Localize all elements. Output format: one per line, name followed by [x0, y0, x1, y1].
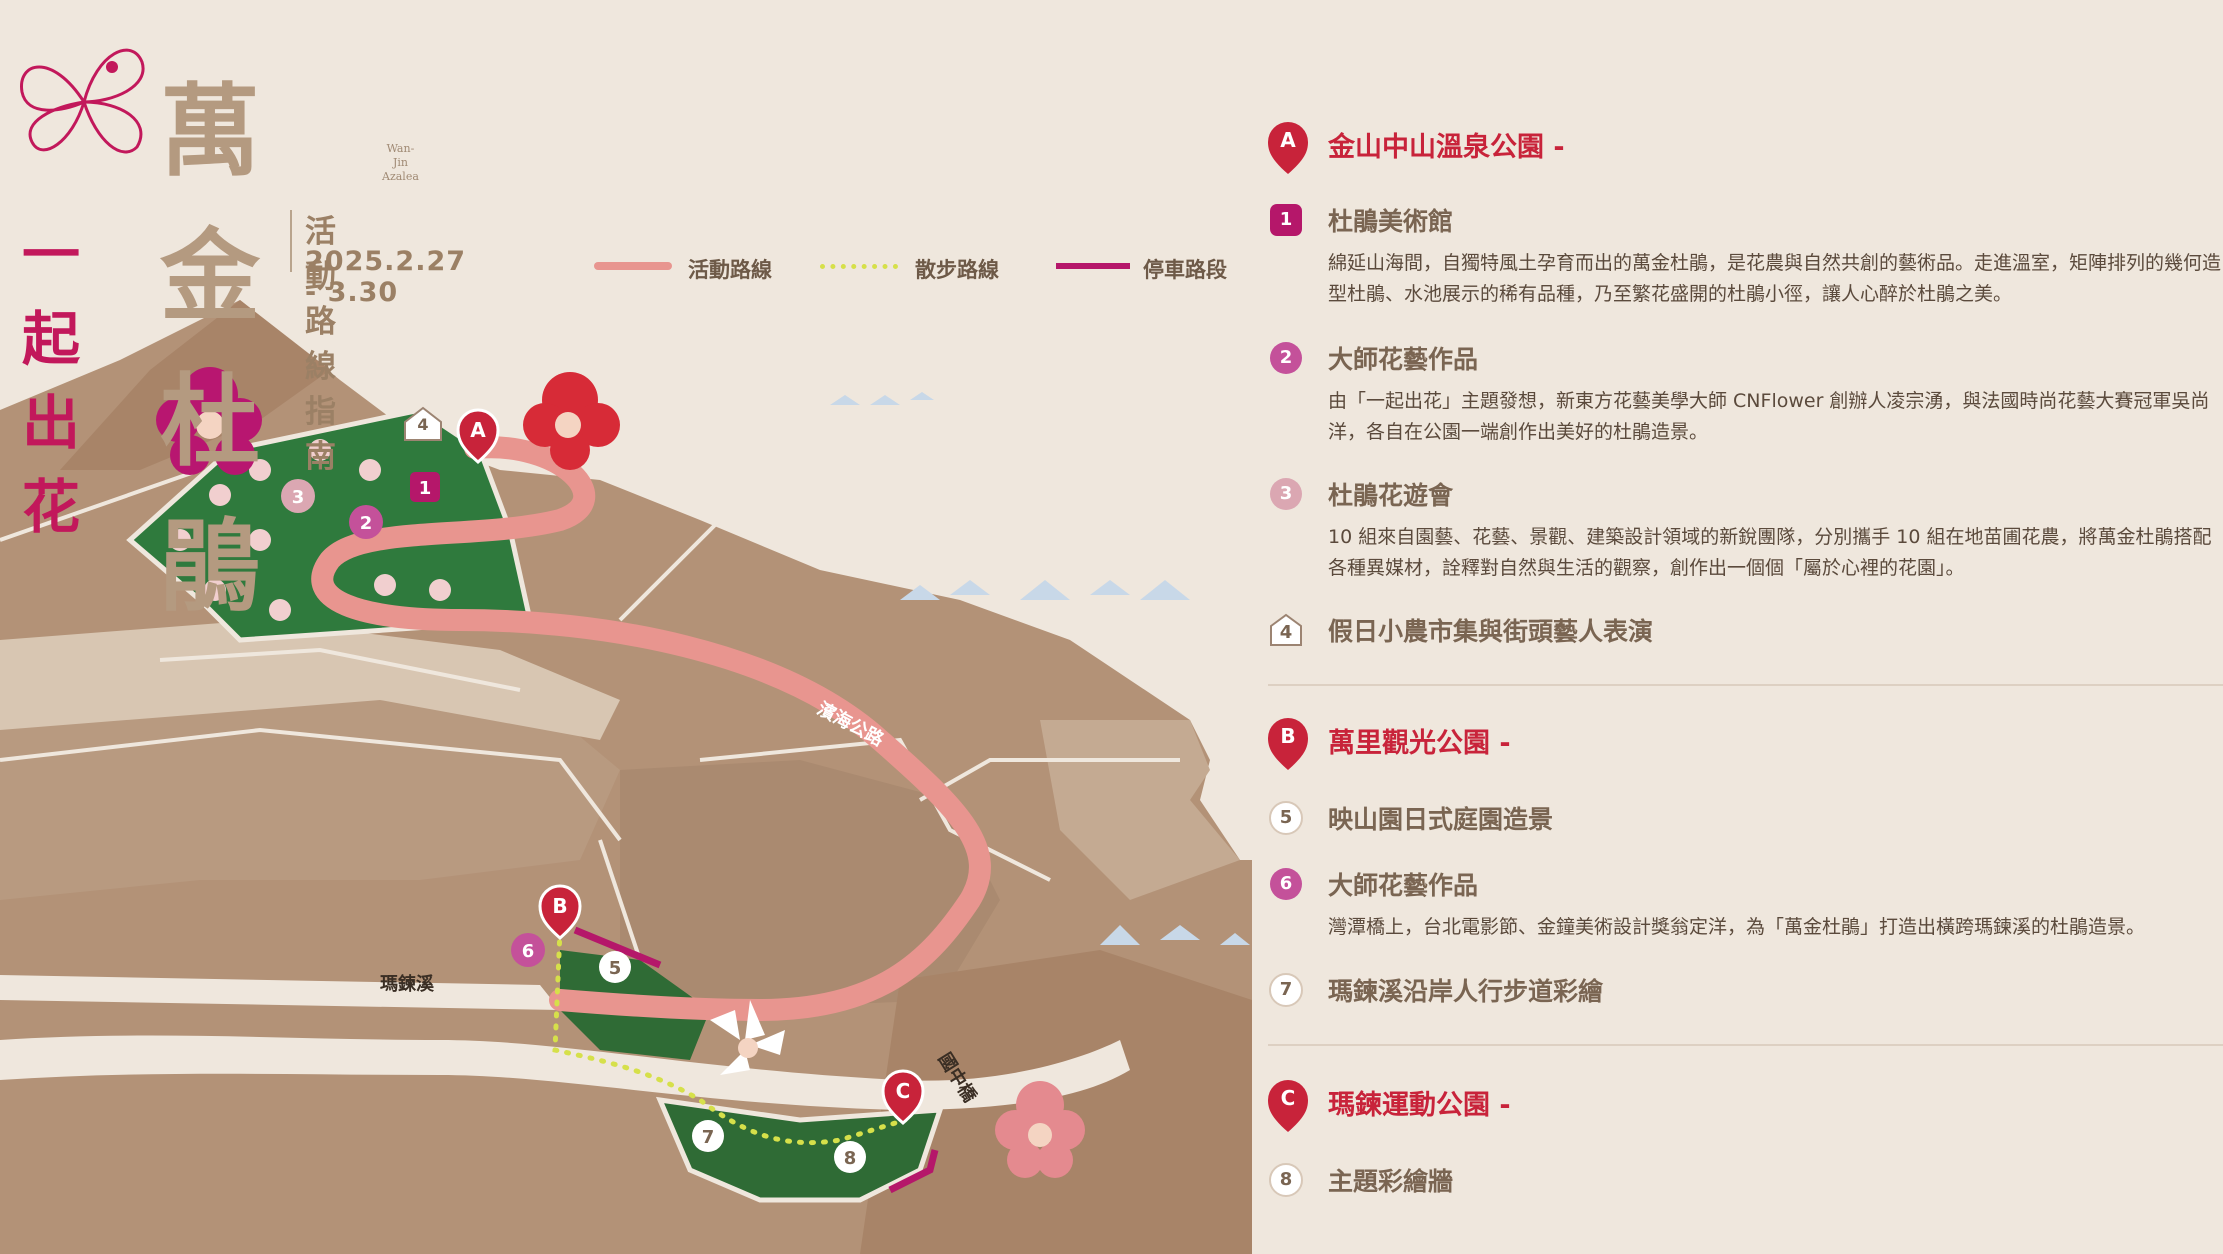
marker-b[interactable]: B [538, 884, 582, 940]
walking-route [552, 927, 908, 1146]
legend-walking-line [820, 264, 898, 269]
section-a-header[interactable]: A 金山中山溫泉公園 - [1268, 122, 1565, 174]
item-6[interactable]: 6 大師花藝作品 灣潭橋上，台北電影節、金鐘美術設計獎翁定洋，為「萬金杜鵑」打造… [1268, 866, 2223, 943]
marker-a-label: A [470, 418, 486, 442]
item-6-desc: 灣潭橋上，台北電影節、金鐘美術設計獎翁定洋，為「萬金杜鵑」打造出橫跨瑪鍊溪的杜鵑… [1328, 916, 2146, 938]
main-title: 一起出花 [22, 221, 85, 541]
marker-c[interactable]: C [881, 1069, 925, 1125]
azalea-logo-icon [20, 48, 145, 154]
item-3-title: 杜鵑花遊會 [1328, 481, 1454, 510]
item-1-desc: 綿延山海間，自獨特風土孕育而出的萬金杜鵑，是花農與自然共創的藝術品。走進溫室，矩… [1328, 252, 2222, 305]
land-plate-5 [1040, 720, 1240, 900]
item-6-title: 大師花藝作品 [1328, 871, 1479, 900]
spot-7[interactable]: 7 [692, 1120, 724, 1152]
land-plate-3 [620, 760, 1000, 1010]
river-label: 瑪鍊溪 [380, 973, 435, 995]
item-2-title: 大師花藝作品 [1328, 345, 1479, 374]
badge-2-icon: 2 [1268, 340, 1304, 376]
azalea-red-icon [523, 372, 620, 470]
section-b-header[interactable]: B 萬里觀光公園 - [1268, 718, 1511, 770]
badge-5-icon: 5 [1268, 800, 1304, 836]
spot-4[interactable]: 4 [404, 406, 442, 441]
lily-icon [710, 1000, 785, 1075]
river [0, 1035, 1130, 1110]
section-divider-1 [1268, 684, 2223, 686]
item-5-title: 映山園日式庭園造景 [1328, 805, 1554, 834]
route-map: A B C 1 2 3 4 5 6 7 8 濱海公路 瑪鍊溪 國中橋 [0, 300, 1252, 1254]
badge-6-icon: 6 [1268, 866, 1304, 902]
svg-text:6: 6 [522, 941, 535, 962]
item-5[interactable]: 5 映山園日式庭園造景 [1268, 800, 1553, 836]
section-c-title: 瑪鍊運動公園 - [1328, 1089, 1511, 1121]
spot-6[interactable]: 6 [511, 933, 545, 967]
item-2[interactable]: 2 大師花藝作品 由「一起出花」主題發想，新東方花藝美學大師 CNFlower … [1268, 340, 2223, 448]
item-7-title: 瑪鍊溪沿岸人行步道彩繪 [1328, 977, 1604, 1006]
item-4-title: 假日小農市集與街頭藝人表演 [1328, 617, 1654, 646]
spot-2[interactable]: 2 [349, 505, 383, 539]
marker-c-label: C [896, 1079, 911, 1103]
park-c [660, 1100, 940, 1200]
azalea-magenta-icon [156, 367, 262, 475]
svg-text:3: 3 [292, 487, 305, 508]
badge-1-icon: 1 [1268, 202, 1304, 238]
marker-b-label: B [552, 894, 567, 918]
parking-segment-c [888, 1149, 939, 1194]
road-white [0, 975, 560, 1010]
badge-8-icon: 8 [1268, 1162, 1304, 1198]
svg-text:1: 1 [419, 478, 432, 499]
guide-date: 2025.2.27 - 3.30 [305, 246, 467, 308]
badge-3-icon: 3 [1268, 476, 1304, 512]
item-1-title: 杜鵑美術館 [1328, 207, 1454, 236]
item-8[interactable]: 8 主題彩繪牆 [1268, 1162, 1453, 1198]
title-divider [290, 210, 292, 272]
legend-activity-label: 活動路線 [688, 258, 772, 282]
svg-text:8: 8 [844, 1148, 857, 1169]
section-divider-2 [1268, 1044, 2223, 1046]
spot-1[interactable]: 1 [410, 472, 440, 502]
spot-3[interactable]: 3 [281, 479, 315, 513]
land-plate-2 [0, 620, 620, 740]
logo-title: 萬金杜鵑 [160, 72, 266, 625]
legend-parking-label: 停車路段 [1143, 258, 1227, 282]
item-1[interactable]: 1 杜鵑美術館 綿延山海間，自獨特風土孕育而出的萬金杜鵑，是花農與自然共創的藝術… [1268, 202, 2223, 310]
spot-5[interactable]: 5 [599, 951, 631, 983]
section-a-title: 金山中山溫泉公園 - [1328, 131, 1565, 163]
svg-text:2: 2 [360, 513, 373, 534]
spot-8[interactable]: 8 [834, 1141, 866, 1173]
section-c-header[interactable]: C 瑪鍊運動公園 - [1268, 1080, 1511, 1132]
svg-text:5: 5 [609, 958, 622, 979]
svg-text:4: 4 [417, 415, 428, 434]
parking-segment-b [573, 926, 662, 969]
item-7[interactable]: 7 瑪鍊溪沿岸人行步道彩繪 [1268, 972, 1603, 1008]
badge-4-icon: 4 [1268, 612, 1304, 648]
activity-route [311, 436, 991, 1022]
section-b-title: 萬里觀光公園 - [1328, 727, 1511, 759]
item-2-desc: 由「一起出花」主題發想，新東方花藝美學大師 CNFlower 創辦人凌宗湧，與法… [1328, 390, 2210, 443]
item-3[interactable]: 3 杜鵑花遊會 10 組來自園藝、花藝、景觀、建築設計領域的新銳團隊，分別攜手 … [1268, 476, 2223, 584]
marker-a[interactable]: A [456, 408, 500, 464]
svg-text:7: 7 [702, 1127, 715, 1148]
pin-b-icon: B [1268, 718, 1308, 770]
legend-walking-label: 散步路線 [915, 258, 999, 282]
azalea-pink-icon [995, 1081, 1085, 1178]
pin-c-icon: C [1268, 1080, 1308, 1132]
pin-a-icon: A [1268, 122, 1308, 174]
guide-title: 活動路線指南 [305, 214, 342, 475]
item-4[interactable]: 4 假日小農市集與街頭藝人表演 [1268, 612, 1653, 648]
item-3-desc: 10 組來自園藝、花藝、景觀、建築設計領域的新銳團隊，分別攜手 10 組在地苗圃… [1328, 526, 2212, 579]
legend-parking-line [1056, 263, 1130, 269]
badge-7-icon: 7 [1268, 972, 1304, 1008]
item-8-title: 主題彩繪牆 [1328, 1167, 1454, 1196]
legend-activity-line [594, 262, 672, 270]
